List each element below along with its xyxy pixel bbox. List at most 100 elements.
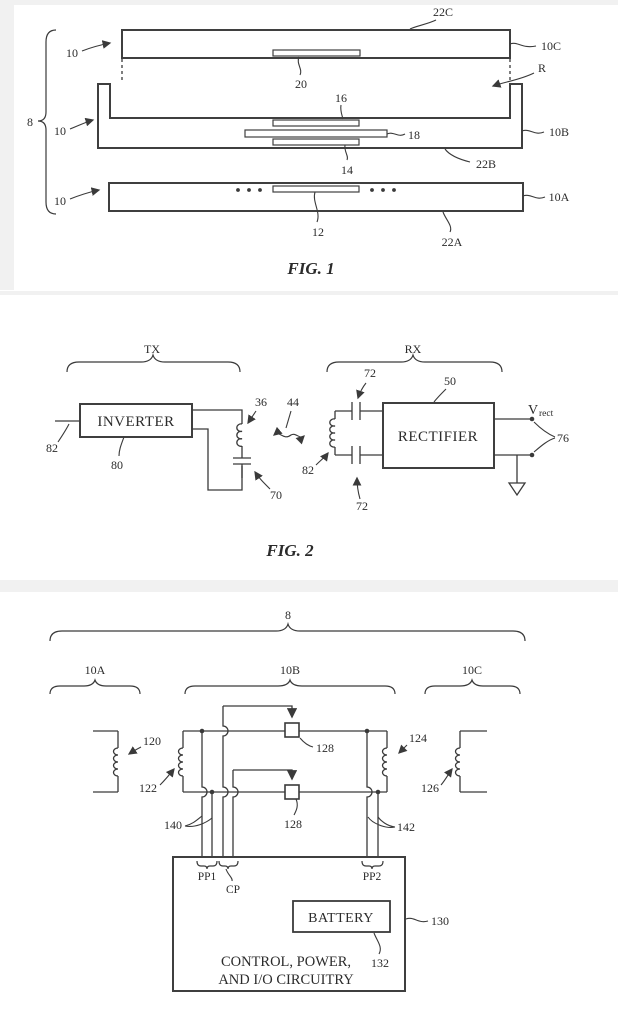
fig1-label-18: 18: [408, 128, 420, 142]
fig1-label-10A: 10A: [549, 190, 570, 204]
fig3-arrow-122: [159, 767, 175, 786]
fig3-battery-text: BATTERY: [308, 911, 374, 926]
fig1-coil-16: [272, 119, 360, 127]
fig2-inverter-text: INVERTER: [97, 414, 174, 430]
fig3-label-pp1: PP1: [198, 871, 217, 883]
fig1-label-10-mid: 10: [54, 124, 66, 138]
fig1-coil-18: [244, 129, 388, 138]
figure-2: TX INVERTER 82 80 36 44 70 RX 72 72 82: [46, 342, 569, 560]
fig1-label-10-bot: 10: [54, 194, 66, 208]
fig2-node-bot: [529, 452, 535, 458]
section-separator-1: [0, 291, 618, 295]
fig3-leader-142: [367, 816, 396, 828]
fig2-brace-RX: [326, 352, 503, 373]
fig3-leader-140: [184, 815, 213, 827]
fig3-leader-128-top: [299, 737, 314, 748]
fig2-label-70: 70: [270, 488, 282, 502]
fig3-arrow-120: [127, 746, 142, 755]
fig3-leader-132: [373, 932, 381, 955]
fig2-label-80: 80: [111, 458, 123, 472]
figure-1: 8 10 10 10 20 22C 10C R 16 18 14 10B: [27, 5, 570, 278]
fig3-wire-cp-b: [232, 770, 239, 857]
fig2-tx-capacitor-70: [233, 446, 251, 478]
fig3-leader-128-bot: [293, 798, 298, 816]
fig1-leader-22A: [442, 211, 452, 233]
fig1-leader-12: [313, 191, 319, 223]
fig3-label-10B: 10B: [280, 663, 300, 677]
fig1-brace-8: [37, 29, 57, 215]
fig2-leader-50: [433, 388, 447, 403]
fig3-label-120: 120: [143, 734, 161, 748]
fig3-label-10A: 10A: [85, 663, 106, 677]
fig2-arrow-72-bot: [352, 476, 362, 500]
fig2-label-72-bot: 72: [356, 499, 368, 513]
fig1-leader-22B: [444, 148, 471, 163]
fig3-switch-128-top: [284, 722, 300, 738]
fig2-coupling-arrow-44: [272, 426, 305, 445]
fig3-coil-126-leads: [459, 730, 487, 793]
figure-3: 8 10A 10B 10C 120 122 128 128: [49, 608, 526, 992]
fig3-coil-124: [381, 747, 388, 777]
fig2-vrect-main: V: [528, 403, 538, 418]
fig1-device-10B: [97, 83, 523, 149]
fig2-label-72-top: 72: [364, 366, 376, 380]
fig2-label-36: 36: [255, 395, 267, 409]
fig1-label-R: R: [538, 61, 546, 75]
fig2-caption: FIG. 2: [265, 541, 314, 560]
fig2-arrow-72-top: [356, 382, 367, 400]
fig1-label-12: 12: [312, 225, 324, 239]
fig3-coil-126: [454, 747, 461, 777]
fig1-coil-12: [272, 185, 360, 193]
fig2-label-TX: TX: [144, 342, 160, 356]
fig2-node-top: [529, 416, 535, 422]
fig2-leader-80: [118, 436, 125, 457]
fig3-leader-130: [405, 917, 429, 923]
fig3-label-cp: CP: [226, 884, 240, 896]
fig1-leader-10C: [509, 42, 537, 48]
fig3-coil-120: [112, 747, 119, 777]
fig1-leader-20: [297, 56, 302, 76]
fig1-arrow-10-bot: [69, 187, 101, 200]
fig1-label-22C: 22C: [433, 5, 453, 19]
fig2-vrect-sub: rect: [539, 409, 554, 419]
fig3-label-140: 140: [164, 818, 182, 832]
fig2-arrow-82-rx: [315, 451, 329, 466]
fig1-leader-10A: [522, 194, 546, 199]
fig3-underbrace-pp1: [196, 860, 218, 870]
fig3-arrow-126: [440, 767, 453, 786]
fig2-rx-coil-82: [329, 418, 336, 448]
page-top-strip: [0, 0, 618, 5]
fig2-rx-cap-bot-72: [335, 446, 383, 464]
fig3-arrow-124: [398, 744, 408, 754]
fig3-brace-10A: [49, 678, 141, 695]
fig3-label-142: 142: [397, 820, 415, 834]
fig3-wire-cp-a: [222, 706, 229, 857]
section-separator-2: [0, 580, 618, 592]
fig1-label-22A: 22A: [442, 235, 463, 249]
fig1-label-10-top: 10: [66, 46, 78, 60]
fig3-coil-122: [177, 747, 184, 777]
fig1-label-10B: 10B: [549, 125, 569, 139]
fig1-label-22B: 22B: [476, 157, 496, 171]
fig3-label-122: 122: [139, 781, 157, 795]
fig1-label-16: 16: [335, 91, 347, 105]
fig2-arrow-70: [254, 470, 271, 490]
fig3-label-126: 126: [421, 781, 439, 795]
fig1-leader-22C: [409, 19, 437, 30]
fig3-label-132: 132: [371, 956, 389, 970]
fig1-leader-18: [386, 132, 406, 136]
fig2-ground-symbol: [507, 482, 527, 497]
fig1-label-14: 14: [341, 163, 353, 177]
fig1-leader-14: [344, 144, 348, 161]
fig2-tx-wire-top: [192, 409, 243, 424]
fig3-leader-cp: [225, 868, 233, 882]
fig1-coil-20: [272, 49, 361, 57]
fig3-label-10C: 10C: [462, 663, 482, 677]
fig3-underbrace-pp2: [361, 860, 384, 870]
fig2-label-RX: RX: [405, 342, 422, 356]
fig2-label-82-tx: 82: [46, 441, 58, 455]
fig1-caption: FIG. 1: [286, 259, 334, 278]
fig3-wire-pp2-a: [366, 731, 373, 857]
fig2-label-82-rx: 82: [302, 463, 314, 477]
